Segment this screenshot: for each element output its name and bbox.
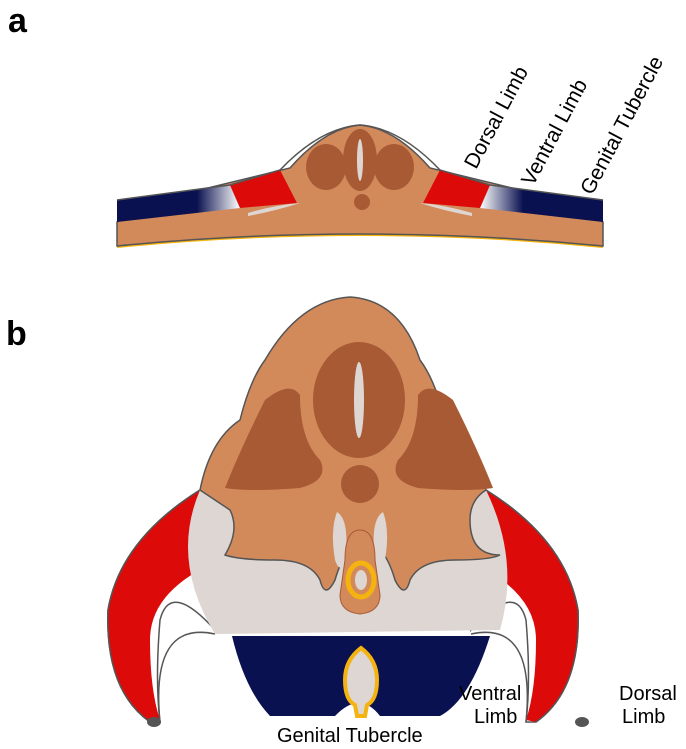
panel-b-label-dorsal-limb-2: Limb xyxy=(622,706,665,728)
panel-a-outline xyxy=(116,124,604,201)
panel-a-neural-lumen xyxy=(357,139,363,181)
panel-b-label-ventral-limb-2: Limb xyxy=(474,706,517,728)
panel-a-cross-section xyxy=(116,124,604,248)
panel-b-notochord xyxy=(341,465,379,503)
panel-b-label-ventral-limb-1: Ventral xyxy=(459,683,521,705)
panel-a-letter: a xyxy=(8,2,28,40)
panel-a-right-mass xyxy=(374,144,414,190)
panel-a-right-cavity xyxy=(420,203,472,216)
panel-a-right-red xyxy=(423,170,490,208)
panel-a-label-genital-tubercle: Genital Tubercle xyxy=(576,53,668,199)
panel-b-letter: b xyxy=(6,315,27,353)
panel-b-cross-section xyxy=(107,296,589,727)
panel-b-right-limb-tip xyxy=(575,717,589,727)
panel-a-left-mass xyxy=(306,144,346,190)
panel-a-label-ventral-limb: Ventral Limb xyxy=(517,75,592,189)
panel-b-neural-lumen xyxy=(354,362,364,438)
panel-b-genital-tubercle xyxy=(342,645,380,718)
panel-b-right-mass xyxy=(395,388,493,490)
panel-b-left-mass xyxy=(225,388,323,490)
panel-a-left-navy xyxy=(117,185,240,222)
panel-b-gut-ring xyxy=(345,560,377,600)
panel-a-right-navy xyxy=(480,185,603,222)
panel-b-label-genital-tubercle: Genital Tubercle xyxy=(277,725,423,747)
panel-a-left-red xyxy=(230,170,297,208)
panel-b-right-slit xyxy=(373,512,388,568)
panel-b-left-slit xyxy=(332,512,347,568)
panel-a-notochord xyxy=(354,194,370,210)
panel-a-label-dorsal-limb: Dorsal Limb xyxy=(460,63,533,173)
panel-b-left-limb-tip xyxy=(147,717,161,727)
panel-b-label-dorsal-limb-1: Dorsal xyxy=(619,683,677,705)
panel-a-left-cavity xyxy=(248,203,300,216)
